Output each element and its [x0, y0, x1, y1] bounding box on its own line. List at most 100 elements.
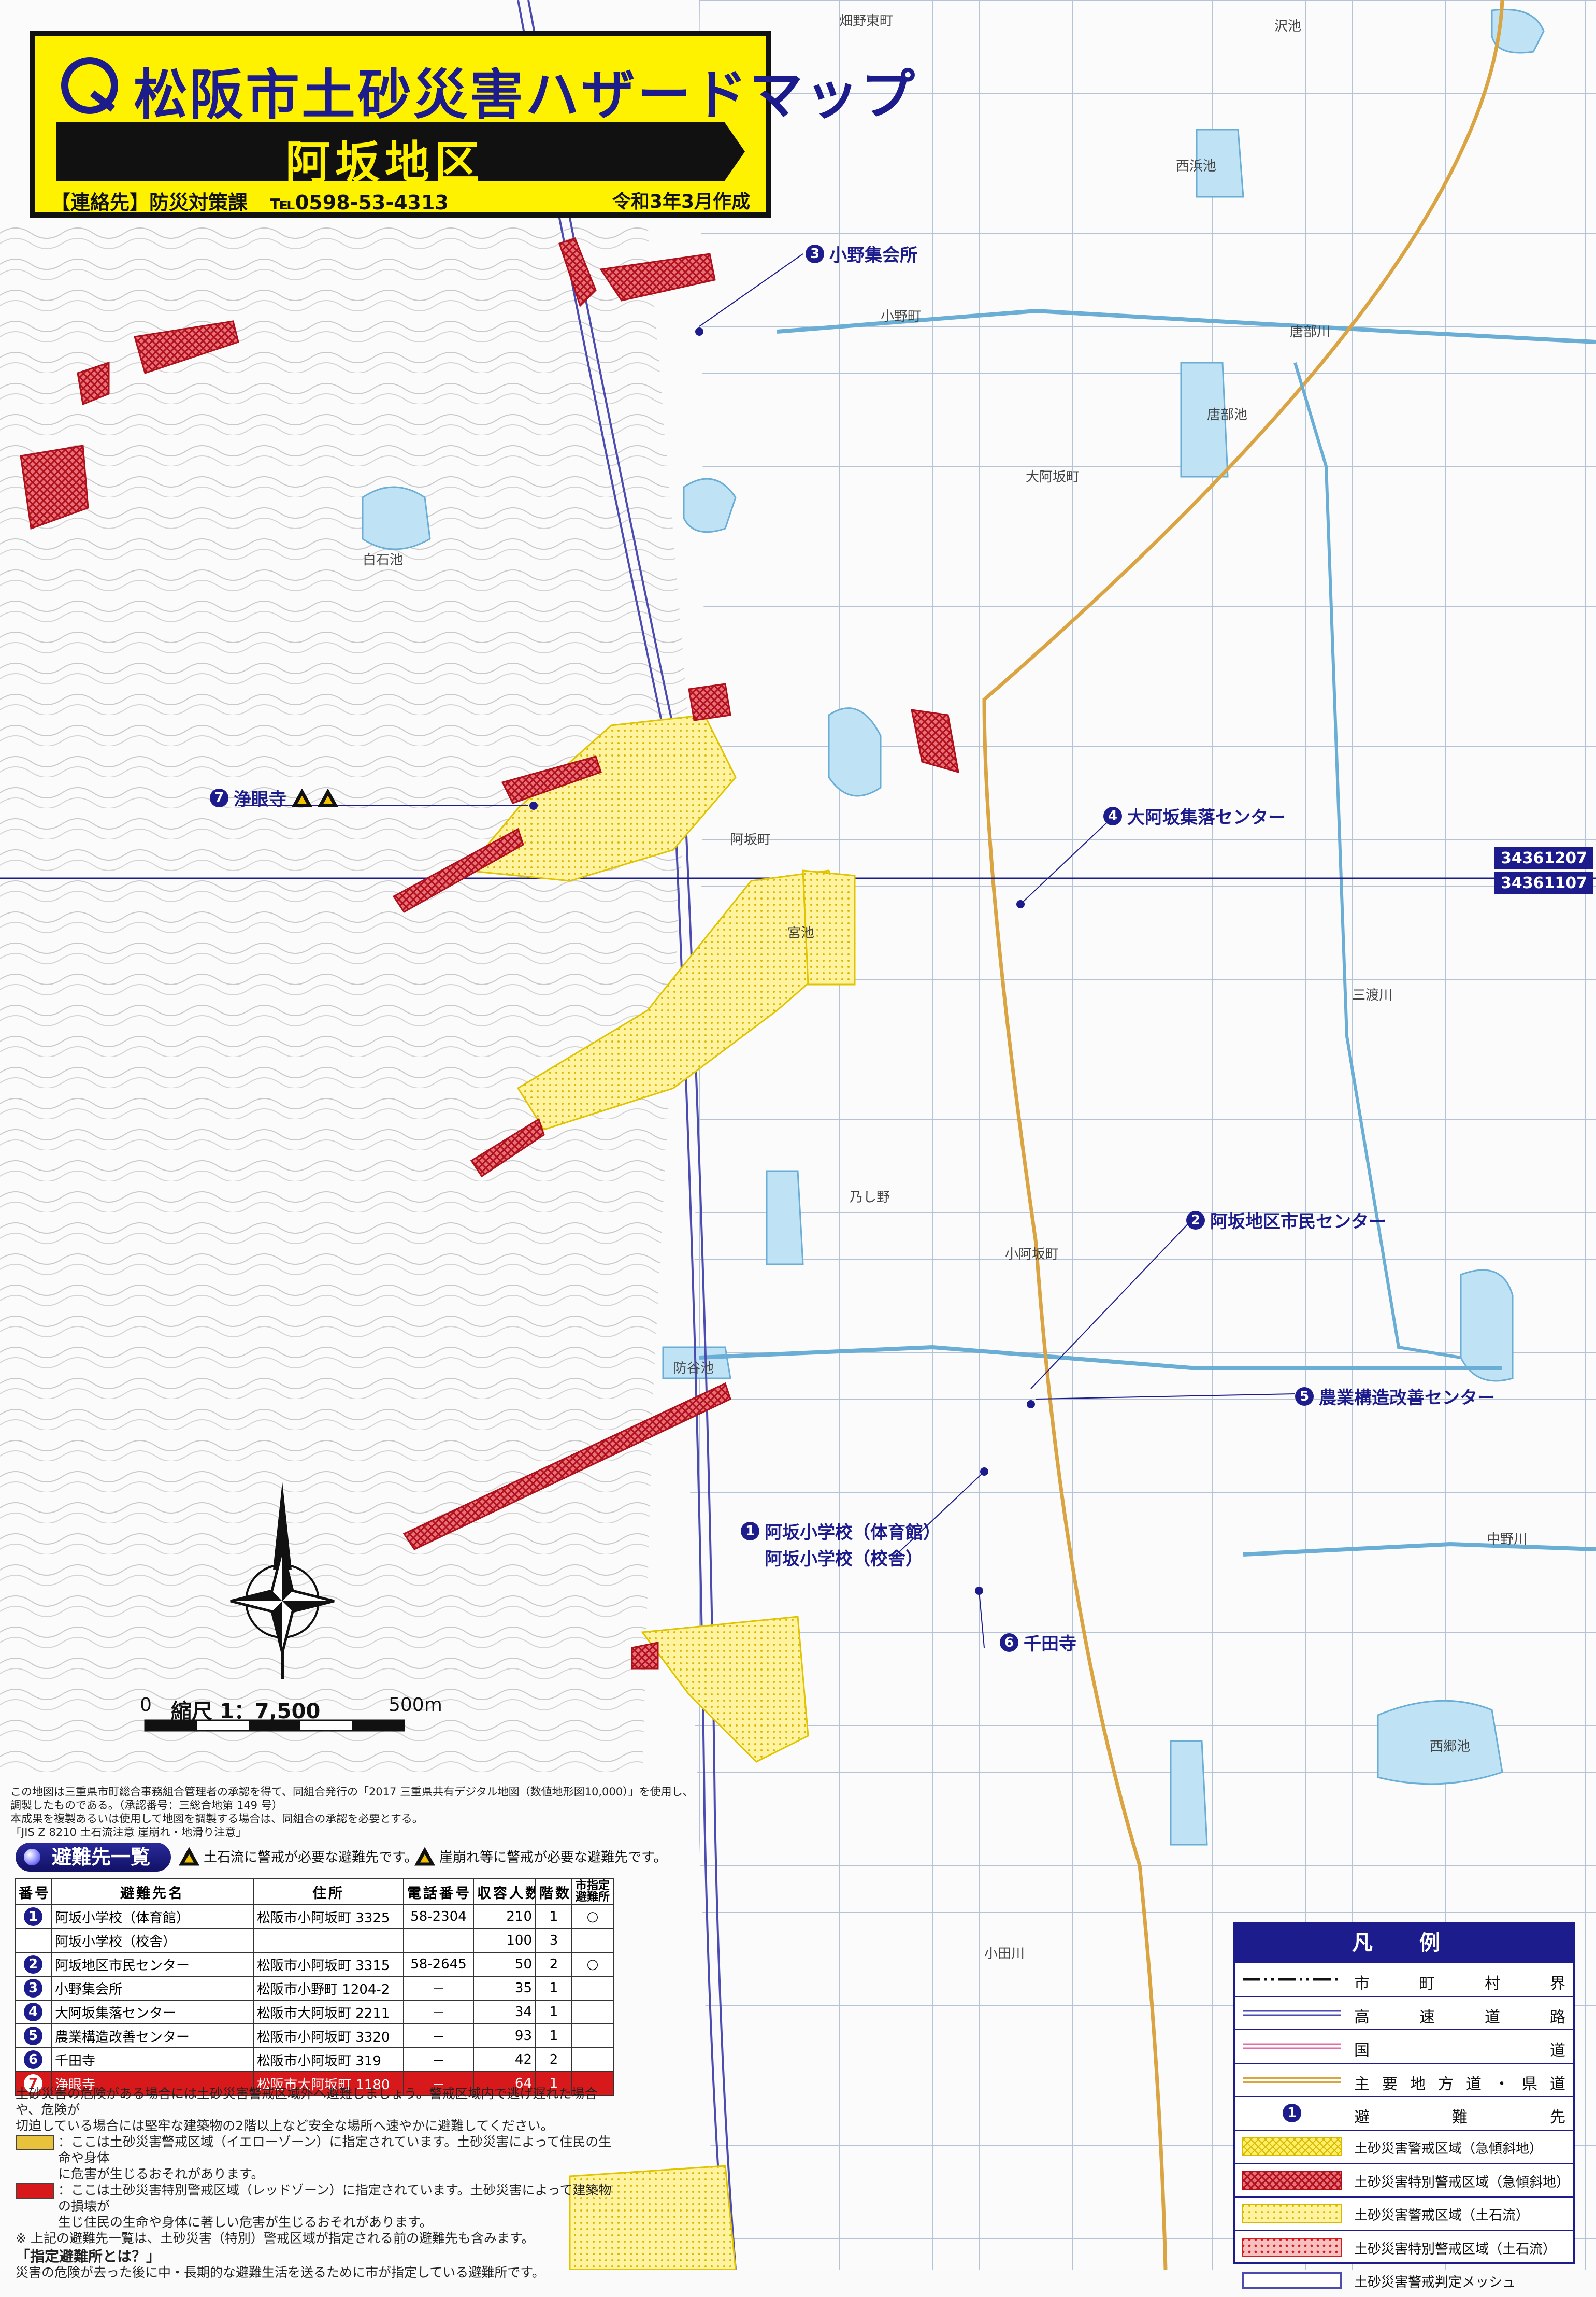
shelter-list-title: 避難先一覧: [16, 1843, 171, 1872]
note-line: 調製したものである。（承認番号：三総合地第 149 号）: [10, 1799, 283, 1811]
cell-floors: 1: [535, 2000, 572, 2024]
cell-capacity: 93: [473, 2023, 536, 2048]
cell-name: 千田寺: [51, 2047, 254, 2072]
legend-item-national-road: 国道: [1235, 2029, 1573, 2063]
cell-capacity: 210: [473, 1904, 536, 1929]
place-name: 白石池: [363, 552, 404, 568]
shelter-label-1: 1 阿坂小学校（体育館） 阿坂小学校（校舎）: [741, 1518, 941, 1570]
shelter-number-badge: 4: [24, 2003, 42, 2021]
legend-label: 市町村界: [1354, 1975, 1565, 1993]
legend-item-debris-flow-warning-zone: 土砂災害警戒区域（土石流）: [1235, 2196, 1573, 2230]
contact-phone: 0598-53-4313: [295, 191, 449, 214]
legend-symbol-national-road: [1240, 2035, 1344, 2057]
legend-item-steep-slope-warning-zone: 土砂災害警戒区域（急傾斜地）: [1235, 2129, 1573, 2163]
yellow-zone-swatch: [16, 2135, 54, 2150]
contact-label: 【連絡先】防災対策課: [51, 191, 248, 214]
scale-bar: [144, 1719, 405, 1732]
shelter-label-3: 3 小野集会所: [806, 241, 917, 266]
cell-designated: ○: [571, 1904, 614, 1929]
cell-designated: ○: [571, 1952, 614, 1977]
yellow-note-line: に危害が生じるおそれがあります。: [58, 2166, 264, 2181]
shelter-label-2: 2 阿坂地区市民センター: [1186, 1207, 1386, 1233]
designated-question: 「指定避難所とは？」: [16, 2248, 161, 2265]
mesh-code-lower: 34361107: [1494, 872, 1593, 894]
hill-terrain: [0, 223, 689, 1782]
cell-name: 阿坂地区市民センター: [51, 1952, 254, 1977]
cell-capacity: 64: [473, 2071, 536, 2096]
north-arrow: [230, 1482, 335, 1679]
shelter-label-5: 5 農業構造改善センター: [1295, 1383, 1495, 1409]
place-name: 中野川: [1487, 1532, 1528, 1547]
yellow-zones: [465, 714, 856, 2270]
place-name: 小野町: [881, 309, 922, 324]
phone-icon: ℡: [270, 191, 295, 214]
row-number: 1: [15, 1904, 52, 1929]
cell-address: 松阪市小阿坂町 3320: [253, 2023, 404, 2048]
cell-floors: 2: [535, 1952, 572, 1977]
cell-address: 松阪市小野町 1204-2: [253, 1976, 404, 2001]
cell-designated: [571, 2000, 614, 2024]
cell-floors: 1: [535, 2071, 572, 2096]
place-name: 唐部川: [1290, 324, 1331, 340]
city-logo-icon: [61, 57, 118, 114]
red-zone-swatch: [16, 2183, 54, 2199]
legend-symbol-expressway: [1240, 2002, 1344, 2024]
row-number: 5: [15, 2023, 52, 2048]
shelter-list-header: 避難先一覧 土石流に警戒が必要な避難先です。 崖崩れ等に警戒が必要な避難先です。: [16, 1843, 667, 1874]
cell-capacity: 42: [473, 2047, 536, 2072]
place-name: 唐部池: [1207, 407, 1248, 423]
legend-title: 凡例: [1235, 1924, 1573, 1962]
shelter-name: 阿坂地区市民センター: [1210, 1211, 1386, 1232]
cell-address: 松阪市小阿坂町 3325: [253, 1904, 404, 1929]
slope-legend-text: 崖崩れ等に警戒が必要な避難先です。: [439, 1850, 667, 1865]
district-name: 阿坂地区: [285, 137, 484, 189]
shelter-points: [529, 327, 1035, 1595]
note-line: 本成果を複製あるいは使用して地図を調製する場合は、同組合の承認を必要とする。: [10, 1813, 423, 1825]
cell-tel: 58-2304: [403, 1904, 474, 1929]
place-name: 宮池: [787, 925, 815, 941]
debris-legend: 土石流に警戒が必要な避難先です。: [179, 1847, 418, 1866]
row-number: 6: [15, 2047, 52, 2072]
legend-label: 高速道路: [1354, 2008, 1565, 2027]
column-header: 電話番号: [403, 1878, 474, 1905]
note-text: 土砂災害の危険がある場合には土砂災害警戒区域外へ避難しましょう。警戒区域内で逃げ…: [16, 2086, 598, 2117]
note-line: 「JIS Z 8210 土石流注意 崖崩れ・地滑り注意」: [10, 1826, 247, 1838]
place-name: 畑野東町: [839, 13, 894, 29]
creation-date: 令和3年3月作成: [612, 191, 750, 212]
expressway: [517, 0, 737, 2270]
map-source-note: この地図は三重県市町総合事務組合管理者の承認を得て、同組合発行の「2017 三重…: [10, 1785, 694, 1839]
cell-designated: [571, 1976, 614, 2001]
shelter-name: 小野集会所: [829, 245, 917, 266]
contact-info: 【連絡先】防災対策課 ℡0598-53-4313: [51, 187, 449, 215]
red-zone-note: ：ここは土砂災害特別警戒区域（レッドゾーン）に指定されています。土砂災害によって…: [16, 2182, 616, 2230]
column-header: 番号: [15, 1878, 52, 1905]
cell-name: 阿坂小学校（体育館）: [51, 1904, 254, 1929]
landslide-warning-icon: [414, 1847, 435, 1866]
cell-tel: －: [403, 1976, 474, 2001]
cell-floors: 3: [535, 1928, 572, 1953]
cell-address: 松阪市大阿坂町 2211: [253, 2000, 404, 2024]
row-number: 2: [15, 1952, 52, 1977]
shelter-number-badge: 7: [210, 788, 228, 807]
legend-label: 土砂災害警戒区域（土石流）: [1354, 2208, 1530, 2224]
legend-symbol-debris-flow-warning-zone: [1240, 2203, 1344, 2224]
place-name: 三渡川: [1352, 988, 1393, 1003]
cell-capacity: 100: [473, 1928, 536, 1953]
shelter-number-badge: 4: [1103, 806, 1122, 825]
scale-ratio: 縮尺 1：7,500: [171, 1700, 321, 1723]
shelter-label-6: 6 千田寺: [1000, 1630, 1076, 1655]
shelter-number-badge: 5: [24, 2027, 42, 2045]
channel: [1293, 362, 1461, 1359]
cell-tel: －: [403, 2047, 474, 2072]
red-note-line: 生じ住民の生命や身体に著しい危害が生じるおそれがあります。: [58, 2215, 433, 2230]
row-number: 3: [15, 1976, 52, 2001]
shelter-number-badge: 1: [24, 1907, 42, 1926]
cell-capacity: 50: [473, 1952, 536, 1977]
legend-item-steep-slope-special-zone: 土砂災害特別警戒区域（急傾斜地）: [1235, 2163, 1573, 2197]
shelter-name: 大阿坂集落センター: [1127, 807, 1286, 828]
note-line: この地図は三重県市町総合事務組合管理者の承認を得て、同組合発行の「2017 三重…: [10, 1786, 694, 1798]
place-name: 西浜池: [1176, 159, 1217, 174]
legend-label: 土砂災害特別警戒区域（土石流）: [1354, 2241, 1557, 2257]
